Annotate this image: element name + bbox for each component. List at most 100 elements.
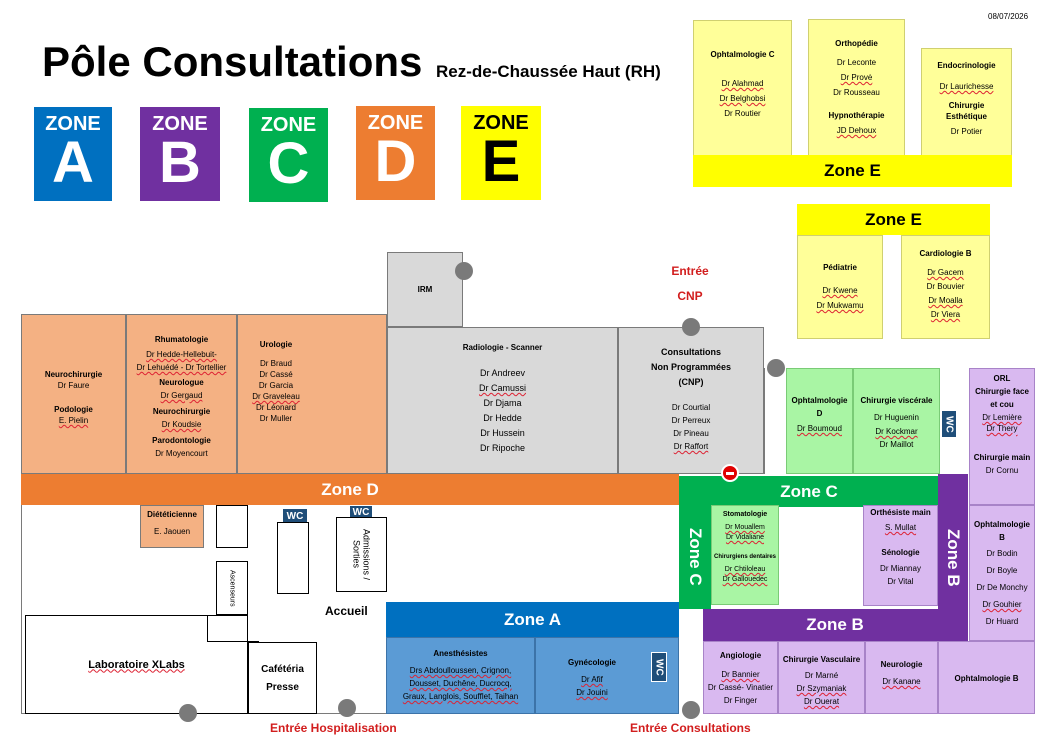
accueil-label: Accueil [325, 604, 368, 618]
doctor: Drs Abdoulloussen, Crignon, [409, 666, 512, 675]
doctor: Dr Routier [724, 109, 761, 118]
doctor: Dr Mouallem [725, 524, 765, 531]
doctor: Dr Koudsie [161, 420, 202, 429]
doctor: Dr Huard [985, 617, 1019, 626]
zone-e-top-band: Zone E [693, 155, 1012, 187]
doctor: Dr Andreev [479, 368, 526, 378]
doctor: Dr Gouhier [982, 600, 1022, 609]
doctor: Dr Afif [581, 675, 603, 684]
room-title: Angiologie [719, 651, 762, 660]
room-title: Stomatologie [722, 511, 768, 518]
room-ophtalmologie-c: Ophtalmologie C Dr Alahmad Dr Belghobsi … [693, 20, 792, 156]
room-laboratoire: Laboratoire XLabs [25, 615, 248, 714]
stair-block [216, 505, 248, 548]
doctor: Dr Huguenin [874, 413, 919, 422]
doctor: Dr Moalla [928, 296, 963, 305]
doctor: Dr Boyle [986, 566, 1018, 575]
room-ascenseurs: Ascenseurs [216, 561, 248, 615]
doctor: Dr Alahmad [721, 79, 764, 88]
legend-zone-e-letter: E [481, 129, 521, 194]
wc-icon: WC [941, 410, 957, 438]
doctor: Dr Camussi [478, 383, 526, 393]
room-title: Pédiatrie [823, 263, 857, 272]
doctor: Dr Rousseau [833, 88, 880, 97]
room-title: Chirurgie main [973, 453, 1031, 462]
room-title: ORL [993, 374, 1011, 383]
doctor: Dr Provė [840, 73, 873, 82]
room-cardiologie-b: Cardiologie B Dr Gacem Dr Bouvier Dr Moa… [901, 235, 990, 339]
room-title: Ascenseurs [228, 569, 236, 607]
doctor: Dr Belghobsi [719, 94, 766, 103]
reception-desk [207, 615, 259, 642]
stair-block [277, 522, 309, 594]
room-title: Cafétéria [261, 664, 304, 675]
room-title: Ophtalmologie B [954, 674, 1019, 683]
doctor: Dr Pineau [673, 429, 709, 438]
legend-zone-d-letter: D [374, 129, 417, 194]
room-chirurgie-viscerale: Chirurgie viscérale Dr Huguenin Dr Kockm… [853, 368, 940, 474]
room-ophtalmologie-b-right: Ophtalmologie B Dr Bodin Dr Boyle Dr De … [969, 505, 1035, 641]
doctor: JD Dehoux [836, 126, 877, 135]
room-title: Rhumatologie [154, 335, 209, 344]
room-rhumatologie: Rhumatologie Dr Hedde-Hellebuit- Dr Lehu… [126, 314, 237, 474]
room-title: (CNP) [678, 377, 704, 387]
doctor: E. Jaouen [153, 527, 191, 536]
room-dieteticienne: Diététicienne E. Jaouen [140, 505, 204, 548]
room-radiologie-scanner: Radiologie - Scanner Dr Andreev Dr Camus… [387, 327, 618, 474]
floor-subtitle: Rez-de-Chaussée Haut (RH) [436, 62, 661, 81]
zone-c-vertical-band: Zone C [679, 505, 711, 609]
doctor: Dousset, Duchêne, Ducrocq, [409, 679, 512, 688]
room-title: Sénologie [881, 548, 920, 557]
entry-marker-dot [682, 701, 700, 719]
doctor: Dr Kockmar [875, 427, 918, 436]
room-title: Radiologie - Scanner [462, 343, 543, 352]
doctor: Dr Cassé [259, 370, 293, 379]
room-title: Laboratoire XLabs [88, 658, 185, 671]
room-title: Gynécologie [567, 658, 616, 667]
room-title: Neurologie [880, 660, 923, 669]
page-title: Pôle Consultations [42, 38, 423, 85]
entry-consultations-label: Entrée Consultations [630, 721, 751, 735]
building-outline [463, 327, 618, 328]
doctor: Dr Gacem [927, 268, 964, 277]
room-anesthesistes: Anesthésistes Drs Abdoulloussen, Crignon… [386, 637, 535, 714]
doctor: Dr Finger [723, 696, 758, 705]
room-title: Chirurgie [948, 101, 985, 110]
doctor: Dr Kwene [822, 286, 858, 295]
room-title: IRM [417, 285, 433, 294]
doctor: Dr Chtiloleau [724, 566, 766, 573]
doctor: Dr Vital [887, 577, 914, 586]
room-title: Anesthésistes [433, 649, 488, 658]
doctor: Dr Cassé- Vinatier [707, 683, 774, 692]
doctor: Dr Raffort [673, 442, 709, 451]
entry-marker-dot [179, 704, 197, 722]
room-title: Chirurgie face [975, 387, 1029, 396]
room-orthopedie: Orthopédie Dr Leconte Dr Provė Dr Rousse… [808, 19, 905, 156]
zone-c-band: Zone C [679, 476, 939, 507]
legend-zone-a-letter: A [52, 130, 94, 195]
legend-zone-e-word: ZONE [473, 112, 529, 134]
doctor: Dr Vidaliane [725, 534, 764, 541]
zone-e-mid-band: Zone E [797, 204, 990, 235]
room-orl: ORL Chirurgie face et cou Dr Lemière Dr … [969, 368, 1035, 505]
room-title: Diététicienne [147, 510, 197, 519]
room-pediatrie: Pédiatrie Dr Kwene Dr Mukwamu [797, 235, 883, 339]
doctor: Dr Moyencourt [155, 449, 208, 458]
doctor: Dr Hedde-Hellebuit- [146, 350, 217, 359]
entry-hospitalisation-label: Entrée Hospitalisation [270, 721, 397, 735]
room-chirurgie-vasculaire: Chirurgie Vasculaire Dr Marné Dr Szymani… [778, 641, 865, 714]
room-title: Consultations [661, 347, 721, 357]
doctor: Dr Muller [259, 414, 293, 423]
legend-zone-e: ZONE E [461, 106, 541, 200]
room-irm: IRM [387, 252, 463, 327]
doctor: Dr Bannier [721, 670, 760, 679]
room-title: Admissions / Sorties [351, 528, 372, 581]
room-title: Neurochirurgie [44, 370, 103, 379]
doctor: Dr Miannay [880, 564, 921, 573]
doctor: Dr Graveleau [252, 392, 300, 401]
entry-cnp-label: Entrée CNP [650, 263, 730, 304]
doctor: Dr Perreux [671, 416, 711, 425]
room-title: Hypnothérapie [828, 111, 885, 120]
room-title: Ophtalmologie [791, 396, 848, 405]
doctor: Dr Marné [804, 671, 839, 680]
